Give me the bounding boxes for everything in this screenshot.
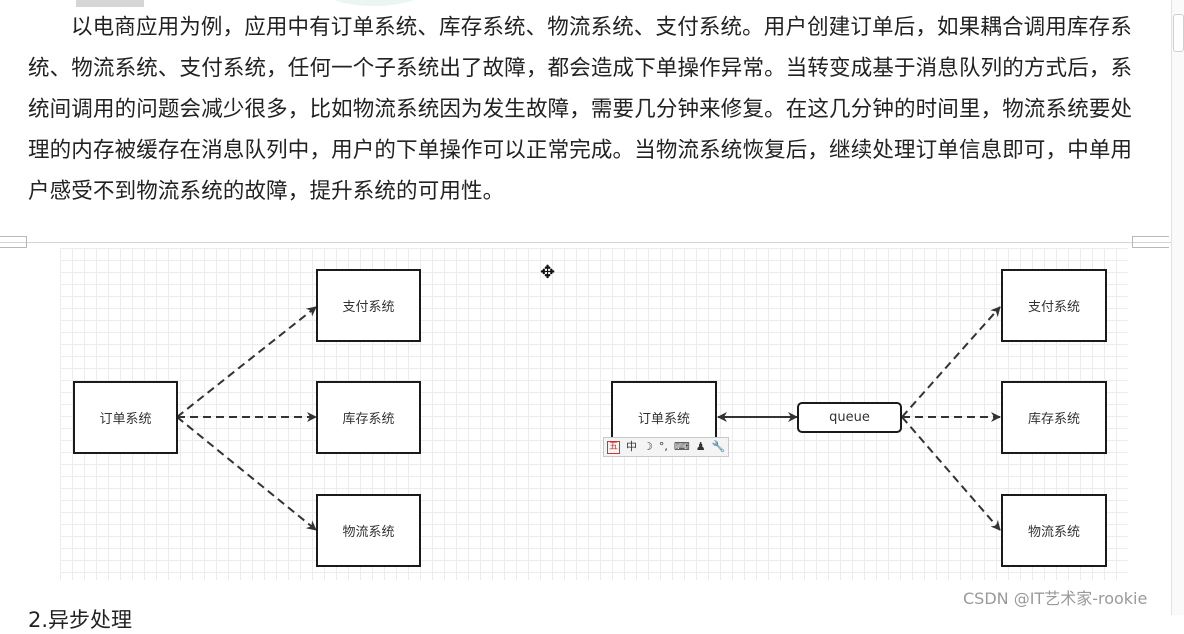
left-pay-system-box: 支付系统 bbox=[316, 269, 421, 342]
page-break-mark-right bbox=[1132, 236, 1169, 248]
csdn-watermark: CSDN @IT艺术家-rookie bbox=[963, 589, 1148, 608]
arrow-order-to-pay-left bbox=[176, 306, 317, 418]
top-decoration-bar bbox=[76, 0, 144, 7]
left-logistics-system-box: 物流系统 bbox=[316, 494, 421, 567]
top-decoration-arc bbox=[318, 0, 430, 6]
vertical-ruler[interactable] bbox=[1171, 0, 1184, 615]
ime-keyboard-icon[interactable]: ⌨ bbox=[673, 440, 690, 453]
left-stock-system-box: 库存系统 bbox=[316, 381, 421, 454]
queue-box: queue bbox=[797, 402, 902, 433]
ime-punctuation-icon[interactable]: °, bbox=[658, 440, 668, 453]
right-pay-system-box: 支付系统 bbox=[1001, 269, 1107, 342]
diagram-connectors bbox=[176, 306, 1001, 531]
page-break-mark-left bbox=[0, 236, 27, 248]
arrow-order-to-logistics-left bbox=[176, 416, 317, 531]
arrow-queue-to-logistics-right bbox=[901, 416, 1001, 531]
ime-logo-icon[interactable]: 五 bbox=[607, 440, 621, 454]
architecture-diagram bbox=[60, 248, 1128, 580]
right-logistics-system-box: 物流系统 bbox=[1001, 494, 1107, 567]
article-paragraph: 以电商应用为例，应用中有订单系统、库存系统、物流系统、支付系统。用户创建订单后，… bbox=[28, 15, 1133, 204]
ime-user-icon[interactable]: ♟ bbox=[695, 440, 706, 453]
right-stock-system-box: 库存系统 bbox=[1001, 381, 1107, 454]
ime-chinese-mode-button[interactable]: 中 bbox=[626, 440, 638, 453]
ime-moon-icon[interactable]: ☽ bbox=[643, 440, 653, 453]
ime-toolbar[interactable]: 五 中 ☽ °, ⌨ ♟ 🔧 bbox=[603, 437, 729, 457]
left-order-system-box: 订单系统 bbox=[73, 381, 178, 454]
next-section-heading: 2.异步处理 bbox=[28, 608, 133, 632]
scrollbar-thumb[interactable] bbox=[1173, 14, 1184, 52]
ime-settings-icon[interactable]: 🔧 bbox=[711, 440, 726, 453]
move-cursor-icon: ✥ bbox=[540, 262, 556, 283]
arrow-queue-to-pay-right bbox=[901, 306, 1001, 418]
page-break-line bbox=[0, 242, 1172, 243]
